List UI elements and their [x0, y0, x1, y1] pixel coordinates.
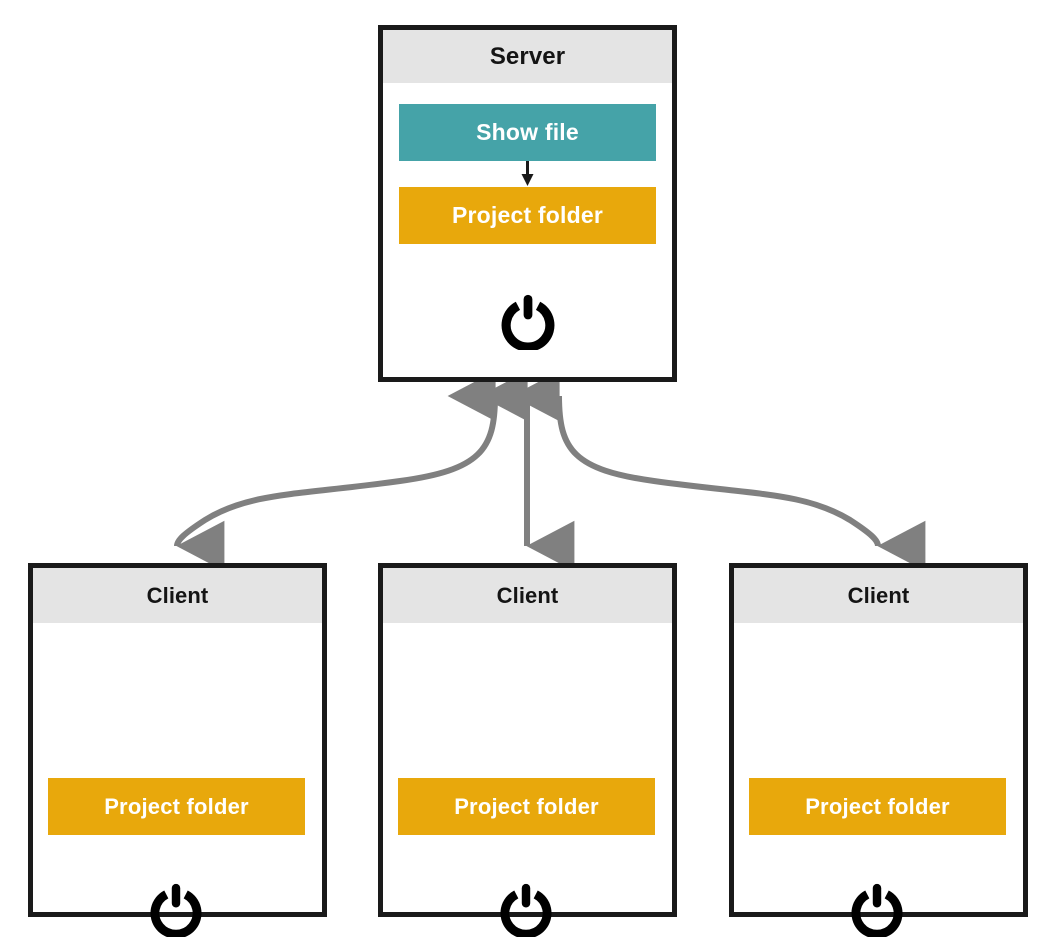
- connector-server-to-client-3: [511, 370, 926, 572]
- client-node-1[interactable]: Client Project folder: [28, 563, 327, 937]
- server-header-label: Server: [383, 30, 672, 83]
- server-show-file-bar[interactable]: Show file: [399, 104, 656, 161]
- server-body: Show file Project folder: [383, 83, 672, 377]
- arrow-down-icon: [521, 161, 534, 186]
- power-icon[interactable]: [149, 883, 203, 937]
- client-1-project-folder-bar[interactable]: Project folder: [48, 778, 305, 835]
- client-node-3[interactable]: Client Project folder: [729, 563, 1028, 937]
- power-icon[interactable]: [499, 883, 553, 937]
- client-1-header-label: Client: [33, 568, 322, 623]
- server-node[interactable]: Server Show file Project folder: [378, 25, 677, 382]
- client-2-body: Project folder: [383, 623, 672, 937]
- server-project-folder-bar[interactable]: Project folder: [399, 187, 656, 244]
- client-3-body: Project folder: [734, 623, 1023, 937]
- client-3-project-folder-bar[interactable]: Project folder: [749, 778, 1006, 835]
- client-3-header-label: Client: [734, 568, 1023, 623]
- client-node-2[interactable]: Client Project folder: [378, 563, 677, 937]
- connector-server-to-client-1: [174, 370, 498, 572]
- client-1-body: Project folder: [33, 623, 322, 937]
- client-2-header-label: Client: [383, 568, 672, 623]
- client-2-project-folder-bar[interactable]: Project folder: [398, 778, 655, 835]
- power-icon[interactable]: [500, 294, 556, 350]
- power-icon[interactable]: [850, 883, 904, 937]
